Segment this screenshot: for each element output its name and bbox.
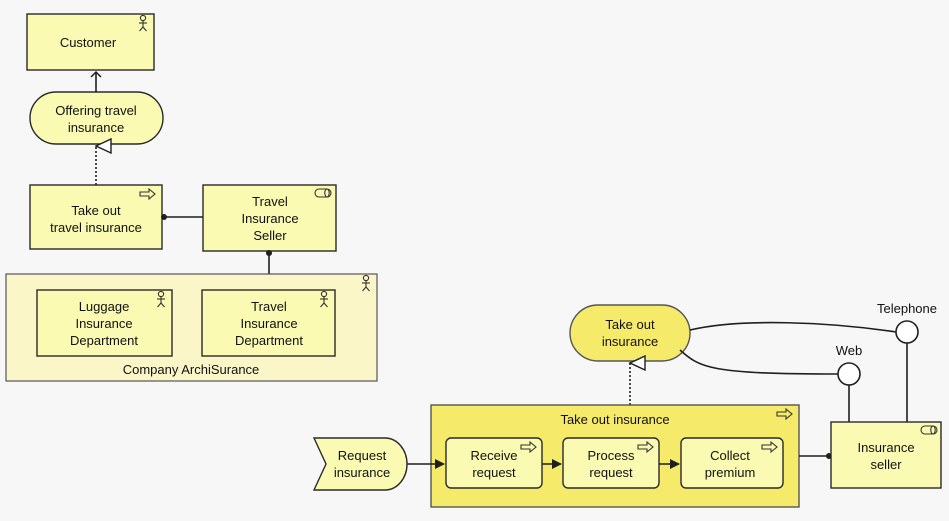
process-request-process[interactable]: Process request	[562, 437, 660, 489]
insurance-seller-role[interactable]: Insurance seller	[830, 421, 942, 489]
relation-service-telephone	[689, 321, 897, 333]
travel-dept-label-line3: Department	[235, 333, 303, 348]
collect-label-line2: premium	[705, 465, 756, 480]
ins-seller-label-line2: seller	[870, 457, 902, 472]
process-label-line2: request	[589, 465, 633, 480]
takeout-travel-label-line2: travel insurance	[50, 220, 142, 235]
customer-actor[interactable]: Customer	[26, 13, 155, 71]
take-out-travel-insurance-process[interactable]: Take out travel insurance	[29, 184, 163, 250]
ins-seller-label-line1: Insurance	[857, 440, 914, 455]
seller-label-line1: Travel	[252, 194, 288, 209]
process-arrow-icon	[776, 407, 793, 421]
relation-service-web	[679, 349, 839, 375]
collect-premium-process[interactable]: Collect premium	[680, 437, 784, 489]
telephone-label: Telephone	[877, 301, 937, 316]
luggage-label-line2: Insurance	[75, 316, 132, 331]
seller-label-line3: Seller	[253, 228, 287, 243]
role-icon	[920, 425, 938, 435]
receive-label-line2: request	[472, 465, 516, 480]
takeout-service-label-line2: insurance	[602, 334, 658, 349]
collect-label-line1: Collect	[710, 448, 750, 463]
role-icon	[314, 188, 332, 198]
travel-dept-label-line2: Insurance	[240, 316, 297, 331]
process-title-label: Take out insurance	[560, 412, 669, 427]
offering-label-line1: Offering travel	[55, 103, 137, 118]
web-interface[interactable]: Web	[836, 343, 863, 386]
takeout-service-label-line1: Take out	[605, 317, 655, 332]
travel-insurance-department-actor[interactable]: Travel Insurance Department	[201, 289, 336, 357]
web-label: Web	[836, 343, 863, 358]
process-arrow-icon	[761, 440, 778, 454]
take-out-insurance-service[interactable]: Take out insurance	[569, 304, 691, 362]
seller-label-line2: Insurance	[241, 211, 298, 226]
takeout-travel-label-line1: Take out	[71, 203, 121, 218]
receive-label-line1: Receive	[471, 448, 518, 463]
offering-travel-insurance-service[interactable]: Offering travel insurance	[29, 91, 164, 145]
request-insurance-event[interactable]: Request insurance	[312, 437, 408, 491]
actor-icon	[362, 274, 370, 292]
process-arrow-icon	[637, 440, 654, 454]
luggage-label-line3: Department	[70, 333, 138, 348]
process-arrow-icon	[139, 187, 156, 201]
customer-label: Customer	[60, 35, 117, 50]
actor-icon	[157, 290, 165, 308]
request-label-line2: insurance	[334, 465, 390, 480]
actor-icon	[139, 14, 147, 32]
company-label: Company ArchiSurance	[123, 362, 260, 377]
travel-dept-label-line1: Travel	[251, 299, 287, 314]
receive-request-process[interactable]: Receive request	[445, 437, 543, 489]
request-label-line1: Request	[338, 448, 387, 463]
telephone-interface[interactable]: Telephone	[877, 301, 937, 344]
offering-label-line2: insurance	[68, 120, 124, 135]
luggage-label-line1: Luggage	[79, 299, 130, 314]
process-arrow-icon	[520, 440, 537, 454]
travel-insurance-seller-role[interactable]: Travel Insurance Seller	[202, 184, 337, 252]
luggage-insurance-department-actor[interactable]: Luggage Insurance Department	[36, 289, 173, 357]
actor-icon	[320, 290, 328, 308]
process-label-line1: Process	[588, 448, 635, 463]
